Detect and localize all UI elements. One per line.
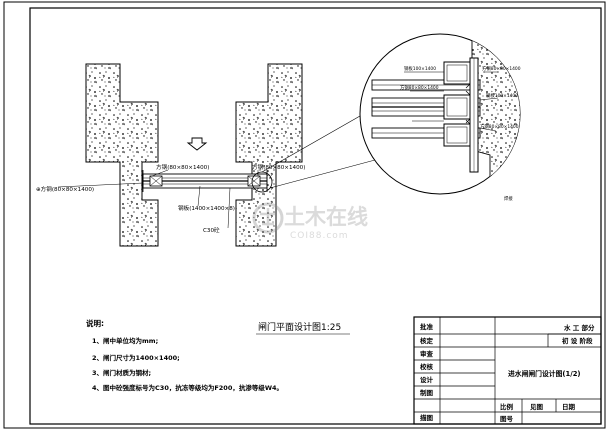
role-label-approve: 批准: [420, 322, 434, 331]
inner-border: [29, 7, 602, 425]
zoom-label-4: 钢板100×1400: [486, 92, 518, 99]
role-label-design: 设计: [420, 375, 434, 384]
drawing-title: 进水闸闸门设计图(1/2): [508, 369, 581, 378]
zoom-label-6: 焊接: [504, 195, 513, 202]
zoom-label-1: 钢板100×1400: [404, 65, 436, 72]
date-label: 日期: [562, 402, 576, 411]
note-item-2: 2、闸门尺寸为1400×1400;: [92, 353, 180, 362]
zoom-detail: 钢板100×1400 方钢80×80×1400 方钢80×80×1400 钢板1…: [359, 33, 521, 202]
note-item-4: 4、图中砼强度标号为C30，抗冻等级均为F200，抗渗等级W4。: [92, 383, 283, 392]
note-item-1: 1、闸中单位均为mm;: [92, 336, 158, 345]
c30-concrete-label: C30砼: [203, 226, 220, 234]
detail-leader-1: [261, 111, 368, 173]
right-concrete-wall: [235, 63, 303, 247]
square-steel-top-label: 方钢(80×80×1400): [156, 163, 209, 171]
scale-label: 比例: [500, 402, 514, 411]
role-label-trace: 描图: [420, 413, 434, 422]
watermark-brand: 土木在线: [284, 205, 368, 229]
role-label-verify: 核定: [420, 336, 434, 345]
zoom-label-3: 方钢80×80×1400: [400, 84, 439, 91]
role-label-review: 审查: [420, 349, 434, 358]
stage-label: 初 设 阶段: [562, 336, 593, 345]
scale-value: 见图: [530, 402, 544, 411]
outer-border: [3, 1, 606, 429]
gate-assembly: [142, 170, 268, 192]
watermark-site: COI88.com: [290, 231, 349, 241]
role-label-check: 校核: [420, 362, 434, 371]
plan-leaders: [57, 169, 259, 229]
zoom-label-2: 方钢80×80×1400: [482, 65, 521, 72]
left-concrete-wall: [85, 63, 159, 247]
detail-leader-2: [269, 159, 376, 189]
zoom-label-5: 方钢80×80×1400: [480, 123, 519, 130]
note-item-3: 3、闸门材质为钢材;: [92, 368, 151, 377]
flow-arrow-icon: [186, 137, 208, 151]
dept-label: 水 工 部分: [564, 323, 595, 332]
plan-title: 闸门平面设计图1:25: [258, 321, 341, 333]
role-label-draw: 制图: [420, 388, 434, 397]
steel-plate-label: 钢板(1400×1400×8): [178, 204, 235, 212]
watermark: 土木在线 COI88.com: [252, 202, 368, 241]
left-square-steel-label: ⊕方钢(80×80×1400): [36, 185, 94, 193]
drawing-no-label: 图号: [500, 414, 514, 423]
watermark-logo-icon: [252, 202, 284, 234]
title-block: [413, 316, 602, 425]
square-steel-right-label: 方钢(80×80×1400): [252, 163, 305, 171]
notes-heading: 说明:: [86, 318, 104, 328]
